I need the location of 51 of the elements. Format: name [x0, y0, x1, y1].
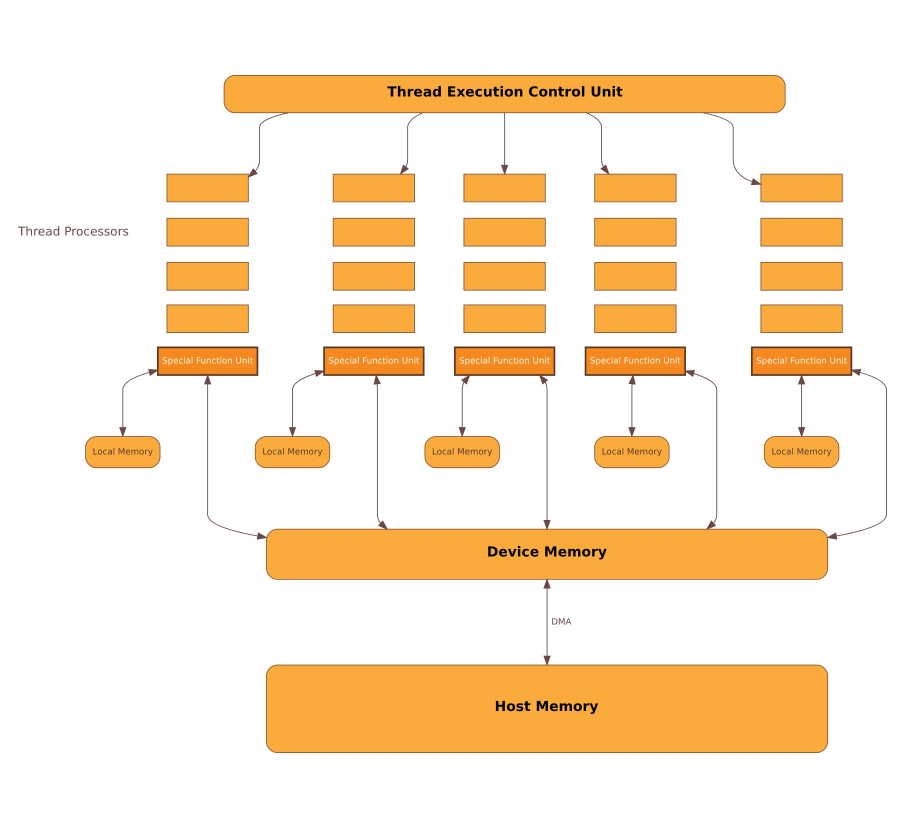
node-box	[332, 304, 416, 334]
node-box: Device Memory	[266, 528, 828, 580]
node-box: Special Function Unit	[584, 346, 686, 376]
node-box	[464, 304, 546, 334]
node-box	[166, 174, 249, 202]
arrow	[684, 370, 718, 530]
node-box	[166, 262, 249, 291]
node-box	[464, 174, 546, 202]
node-box: Special Function Unit	[750, 346, 852, 376]
node-box	[760, 218, 843, 246]
node-box	[760, 304, 843, 334]
arrow	[374, 374, 388, 530]
node-box	[332, 262, 416, 291]
node-box: Local Memory	[85, 436, 160, 468]
node-box	[594, 304, 676, 334]
arrow	[501, 112, 508, 176]
edge-label: DMA	[551, 617, 572, 628]
node-box: Local Memory	[254, 436, 330, 468]
node-box: Special Function Unit	[454, 346, 556, 376]
arrow	[458, 374, 470, 438]
node-box: Thread Execution Control Unit	[224, 75, 786, 114]
node-box	[760, 262, 843, 291]
node-box	[166, 218, 249, 246]
arrow	[119, 368, 160, 438]
arrow	[204, 374, 268, 540]
node-box	[594, 262, 676, 291]
label: Thread Processors	[18, 224, 129, 238]
arrow	[586, 112, 610, 175]
node-box	[464, 218, 546, 246]
arrow	[538, 374, 551, 530]
node-box	[166, 304, 249, 334]
node-box: Special Function Unit	[157, 346, 258, 376]
node-box	[464, 262, 546, 291]
node-box	[594, 218, 676, 246]
arrow	[798, 374, 806, 438]
node-box	[332, 174, 416, 202]
arrow	[628, 374, 636, 438]
arrow	[543, 578, 551, 666]
node-box: Special Function Unit	[323, 346, 425, 376]
node-box	[332, 218, 416, 246]
node-box: Local Memory	[594, 436, 670, 468]
arrow	[400, 112, 424, 175]
node-box: Host Memory	[266, 664, 828, 753]
arrow	[826, 368, 887, 540]
arrow	[248, 112, 289, 178]
arrow	[288, 370, 326, 438]
node-box: Local Memory	[424, 436, 500, 468]
node-box: Local Memory	[764, 436, 840, 468]
arrow	[702, 112, 762, 186]
node-box	[594, 174, 676, 202]
node-box	[760, 174, 843, 202]
